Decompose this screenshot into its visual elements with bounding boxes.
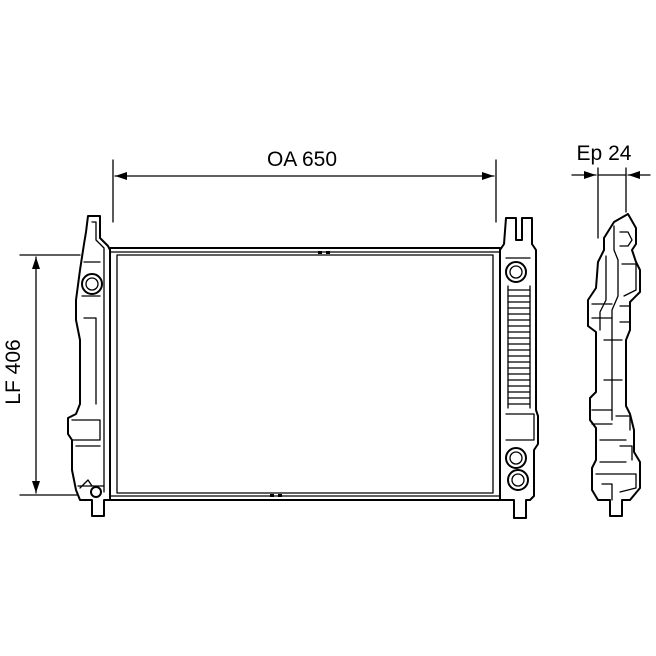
height-dimension: LF 406 [2,254,81,496]
left-tank-drain [90,486,102,498]
radiator-front-view [67,215,539,519]
radiator-core-inner [116,254,494,494]
width-dimension: OA 650 [112,148,497,223]
radiator-core-frame [109,247,501,501]
depth-label: Ep 24 [577,142,632,165]
right-tank-port-bottom [507,469,529,491]
left-tank [67,215,111,517]
radiator-side-view [587,213,641,517]
right-tank-port-top [505,261,527,283]
right-tank-ribs [507,285,531,409]
height-label: LF 406 [2,339,25,404]
left-tank-port-top [81,273,103,295]
right-tank-port-middle [505,447,527,469]
right-tank [499,217,539,519]
width-label: OA 650 [267,148,337,171]
depth-dimension: Ep 24 [571,142,651,239]
